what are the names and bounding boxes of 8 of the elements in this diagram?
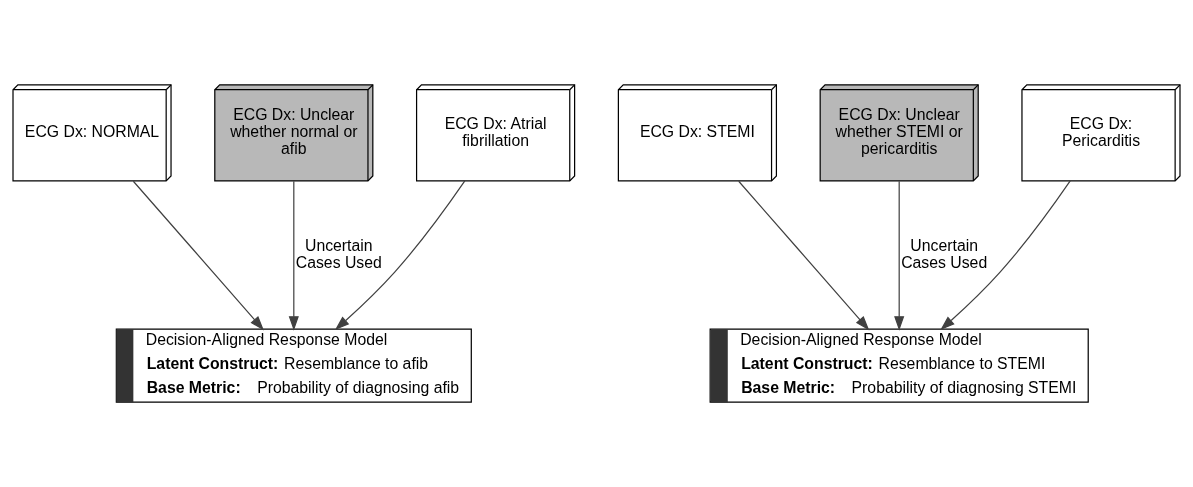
edge-label: Uncertain Cases Used [901, 236, 988, 271]
arrow [894, 180, 905, 331]
arrow [132, 180, 264, 331]
arrow [334, 180, 466, 331]
edge-label: Uncertain Cases Used [295, 236, 382, 271]
arrow [738, 180, 870, 331]
arrow [288, 180, 299, 331]
arrow [940, 180, 1071, 331]
